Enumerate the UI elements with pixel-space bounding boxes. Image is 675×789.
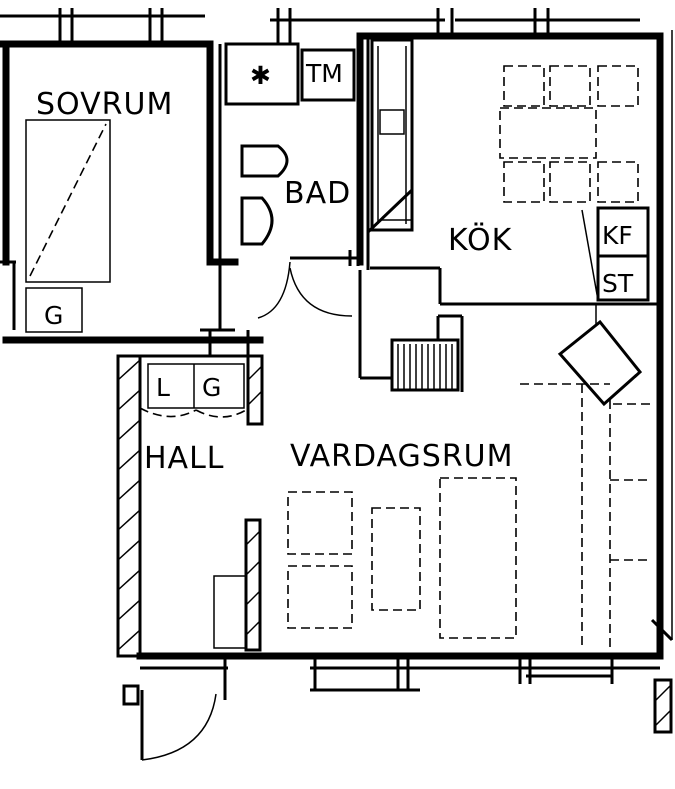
armchair: [287, 491, 353, 555]
shower-box: [224, 42, 300, 106]
fridge-stove-box: [596, 206, 650, 302]
door-swing-hall: [289, 267, 353, 317]
washing-machine-box: [300, 48, 356, 102]
walls: [0, 8, 674, 734]
fixture-label-g-sovrum: G: [44, 301, 63, 330]
bathroom: ✱ TM BAD: [224, 42, 356, 319]
fixture-label-kf: KF: [602, 221, 633, 250]
room-label-kok: KÖK: [448, 222, 513, 258]
coffee-table: [371, 507, 421, 611]
fixture-label-l: L: [156, 373, 170, 402]
corner-sofa: [581, 384, 650, 648]
door-swing-bad: [257, 261, 291, 319]
wardrobe-box: [25, 287, 83, 333]
sofa: [439, 477, 517, 639]
room-label-vardagsrum: VARDAGSRUM: [290, 439, 514, 474]
bedroom: SOVRUM G: [25, 87, 173, 333]
stairs: [390, 338, 460, 392]
living-room: VARDAGSRUM: [287, 304, 650, 648]
toilet-icon: [240, 196, 274, 246]
fixture-label-g-hall: G: [202, 373, 221, 402]
entrance-door-swing: [141, 693, 217, 761]
bed: [25, 119, 111, 283]
room-label-hall: HALL: [144, 441, 225, 476]
hall: L G HALL: [122, 363, 247, 761]
room-label-sovrum: SOVRUM: [36, 87, 173, 122]
dining-table: [499, 107, 597, 159]
tv-box: [557, 319, 643, 407]
room-label-bad: BAD: [284, 176, 351, 211]
fixture-label-st: ST: [602, 269, 634, 298]
counter: [370, 38, 414, 232]
armchair: [287, 565, 353, 629]
kitchen: KÖK KF ST: [366, 38, 650, 302]
fixture-label-tm: TM: [305, 59, 343, 88]
asterisk-icon: ✱: [250, 61, 271, 90]
sink-icon: [240, 144, 289, 178]
wall-hatching: [117, 359, 672, 726]
closet-box: [147, 363, 245, 409]
